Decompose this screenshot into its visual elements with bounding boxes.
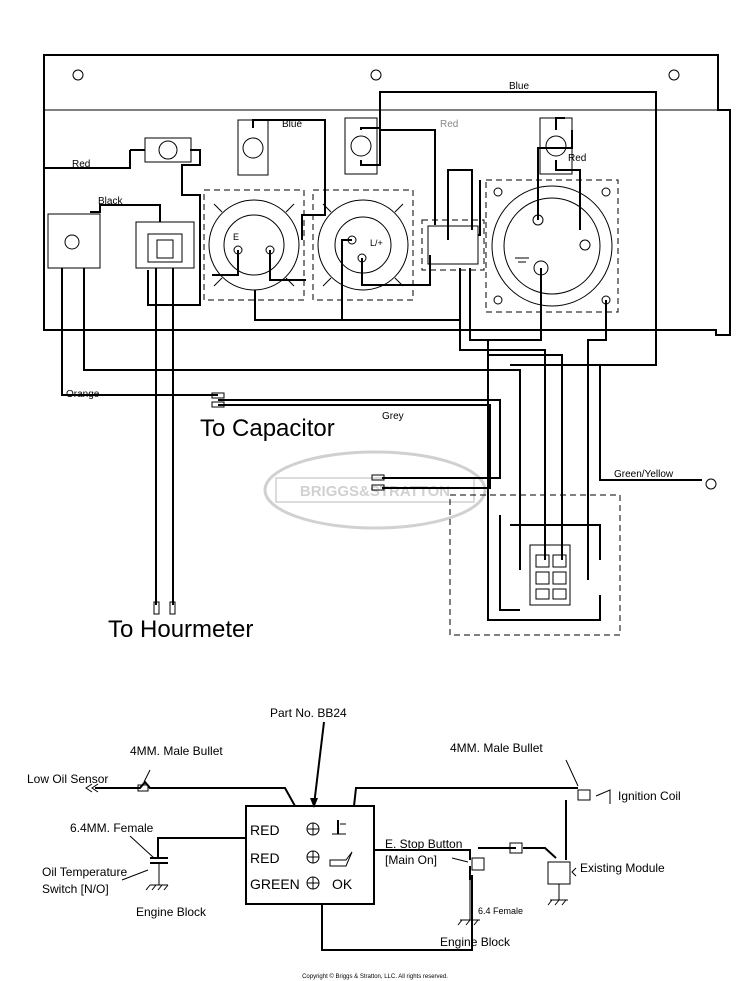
mounting-hole	[72, 69, 84, 81]
watermark-text: BRIGGS&STRATTON	[300, 483, 450, 500]
indicator-lamp-icon	[306, 822, 320, 836]
male-bullet-connector	[577, 789, 591, 801]
copyright-notice: Copyright © Briggs & Stratton, LLC. All …	[302, 973, 448, 980]
mounting-hole	[370, 69, 382, 81]
mounting-hole	[668, 69, 680, 81]
hourmeter-connector	[153, 601, 176, 615]
oil-can-icon	[329, 851, 353, 867]
capacitor-connector	[211, 392, 385, 491]
wire-label-blue: Blue	[509, 81, 529, 92]
label-male-bullet: 4MM. Male Bullet	[130, 744, 223, 758]
label-oil-temperature: Oil Temperature	[42, 865, 127, 879]
label-e-stop: E. Stop Button	[385, 837, 462, 851]
warning-light-schematic: Part No. BB24 RED RED GREEN OK	[27, 706, 681, 951]
control-panel	[43, 54, 731, 336]
circuit-breaker	[237, 119, 269, 176]
outlet-twist-lock: L/+	[312, 189, 414, 301]
module-part-number: Part No. BB24	[270, 706, 347, 720]
wiring-harness	[43, 91, 717, 605]
label-engine-block: Engine Block	[136, 905, 207, 919]
outlet-terminal-label: L/+	[370, 238, 383, 248]
male-bullet-connector	[137, 784, 149, 792]
label-ignition-coil: Ignition Coil	[618, 789, 681, 803]
label-male-bullet: 4MM. Male Bullet	[450, 741, 543, 755]
oil-temperature-switch	[121, 835, 169, 891]
wire-label-green-yellow: Green/Yellow	[614, 469, 674, 480]
callout-hourmeter: To Hourmeter	[108, 616, 253, 643]
ground-ring-terminal	[705, 478, 717, 490]
idle-control-switch	[47, 213, 101, 269]
label-existing-module: Existing Module	[580, 861, 665, 875]
rocker-switch	[135, 221, 195, 269]
wire-label-orange: Orange	[66, 389, 100, 400]
thermometer-icon	[332, 820, 346, 835]
wire-label-red: Red	[72, 159, 90, 170]
warning-light-module	[245, 805, 375, 905]
indicator-lamp-icon	[306, 850, 320, 864]
wire-label-blue: Blue	[282, 119, 302, 130]
outlet-120v: E	[203, 189, 305, 301]
wire-label-grey: Grey	[382, 411, 404, 422]
callout-capacitor: To Capacitor	[200, 415, 335, 442]
label-oil-temperature-switch: Switch [N/O]	[42, 882, 109, 896]
alternator-connector	[449, 494, 621, 636]
ok-symbol: OK	[332, 876, 353, 892]
outlet-240v	[485, 179, 619, 313]
label-engine-block: Engine Block	[440, 935, 511, 949]
label-female-small: 6.4 Female	[478, 906, 523, 916]
existing-module	[547, 861, 577, 906]
module-row-label: RED	[250, 822, 280, 838]
label-female-connector: 6.4MM. Female	[70, 821, 154, 835]
module-row-label: RED	[250, 850, 280, 866]
wire-label-black: Black	[98, 196, 123, 207]
wire-label-red: Red	[568, 153, 586, 164]
label-low-oil-sensor: Low Oil Sensor	[27, 772, 108, 786]
outlet-terminal-label: E	[233, 232, 239, 242]
circuit-breaker	[130, 137, 192, 163]
terminal-block	[421, 219, 485, 271]
module-row-label: GREEN	[250, 876, 300, 892]
label-e-stop-main-on: [Main On]	[385, 853, 437, 867]
wire-label-red: Red	[440, 119, 458, 130]
e-stop-button	[451, 842, 523, 926]
indicator-lamp-icon	[306, 876, 320, 890]
circuit-breaker	[344, 117, 378, 175]
